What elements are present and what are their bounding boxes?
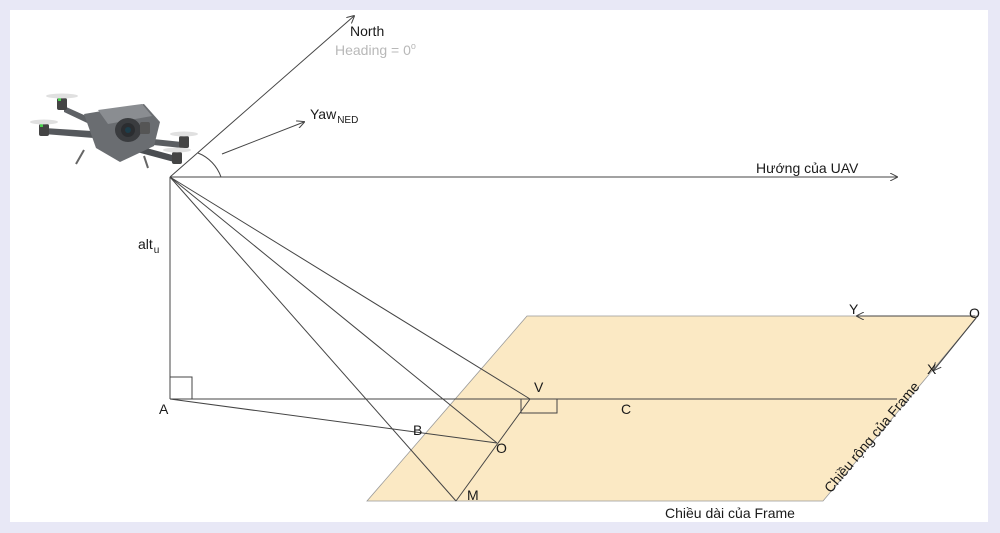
north-label: North (350, 23, 385, 39)
diagram-canvas: North Heading = 0o YawNED Hướng của UAV … (10, 10, 988, 522)
frame-length-label: Chiều dài của Frame (665, 505, 795, 521)
altitude-label: altu (138, 236, 160, 256)
heading-label: Heading = 0o (335, 41, 416, 58)
point-o-center-label: O (496, 440, 507, 456)
right-angle-a (170, 376, 193, 399)
geometry-layer (30, 10, 979, 502)
point-a-label: A (159, 401, 169, 417)
line-a-o (169, 398, 498, 444)
uav-direction-label: Hướng của UAV (756, 160, 859, 176)
point-m-label: M (467, 487, 479, 503)
ray-to-v (169, 176, 531, 400)
point-b-label: B (413, 422, 423, 438)
yaw-arrow (221, 122, 304, 155)
heading-angle-arc (197, 152, 222, 178)
ray-to-o (169, 176, 498, 444)
x-axis-arrow (934, 317, 977, 370)
point-o-corner-label: O (969, 305, 980, 321)
line-v-m (455, 398, 531, 502)
x-axis-label: X (927, 361, 937, 377)
image-frame (366, 315, 979, 502)
yaw-label: YawNED (310, 106, 359, 126)
right-angle-v (520, 399, 558, 414)
north-arrow (169, 16, 354, 178)
ray-to-m (169, 176, 457, 502)
y-axis-label: Y (849, 301, 859, 317)
drone-icon (30, 93, 198, 169)
point-c-label: C (621, 401, 632, 417)
point-v-label: V (534, 379, 544, 395)
